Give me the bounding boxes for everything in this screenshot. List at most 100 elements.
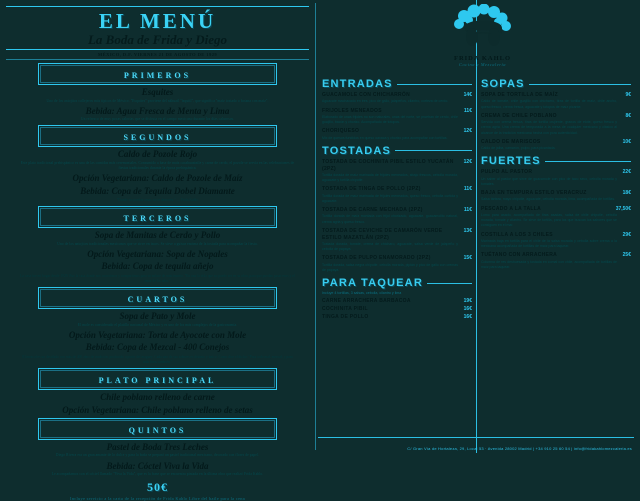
menu-item[interactable]: COCHINITA PIBIL 16€: [322, 306, 472, 312]
menu-item[interactable]: TOSTADA DE CEVICHE DE CAMARÓN VERDE ESTI…: [322, 228, 472, 253]
course-label: SEGUNDOS: [123, 133, 192, 143]
course-label: CUARTOS: [127, 295, 188, 305]
menu-item[interactable]: GUACAMOLE CON CHICHARRÓN 14€ Aguacate ma…: [322, 92, 472, 105]
menu-item[interactable]: TOSTADA DE COCHINITA PIBIL ESTILO YUCATÁ…: [322, 159, 472, 184]
item-name: COCHINITA PIBIL: [322, 306, 368, 312]
section-title: FUERTES: [481, 155, 541, 168]
page-subtitle: La Boda de Frida y Diego: [87, 32, 227, 48]
item-description: Lomo para asado, acompañado de tiras asa…: [481, 212, 617, 228]
item-description: Mix de quesos fundidos en queso oaxaca y…: [322, 135, 448, 140]
pairing-name: Opción Vegetariana: Caldo de Pozole de M…: [72, 173, 243, 184]
section-rule: [396, 83, 472, 85]
menu-item[interactable]: CREMA DE CHILE POBLANO 8€ Servida con cr…: [481, 113, 631, 136]
dish-name: Sopa de Manitas de Cerdo y Pollo: [94, 230, 221, 241]
menu-item[interactable]: TINGA DE POLLO 16€: [322, 314, 472, 320]
menu-price-note: Incluye servicio a la carta de la recepc…: [69, 496, 246, 501]
item-price: 29€: [622, 231, 631, 238]
section-header-sopas: SOPAS: [481, 78, 631, 90]
logo-name: FRIDA KAHLO: [453, 55, 512, 62]
menu-item[interactable]: TOSTADA DE PULPO ENAMORADO (2PZ) 15€ Tor…: [322, 255, 472, 273]
item-name: TUÉTANO CON ARRACHERA: [481, 252, 558, 259]
course-bar-plato-principal: PLATO PRINCIPAL: [38, 368, 277, 391]
item-name: PESCADO A LA TALLA: [481, 205, 542, 212]
item-description: Caldo de jaiba, camarón, pulpo, para pic…: [481, 146, 556, 150]
section-rule: [544, 160, 631, 162]
course-bar-primeros: PRIMEROS: [38, 63, 277, 86]
section-title: ENTRADAS: [322, 78, 393, 90]
item-description: Aguacate machacado en tres, pico de gall…: [322, 99, 449, 104]
top-rule: [6, 6, 309, 7]
brand-logo: FRIDA KAHLO Cocina y Mezcalería: [435, 4, 530, 76]
menu-item[interactable]: CHORIQUESO 12€ Mix de quesos fundidos en…: [322, 128, 472, 141]
course-bar-terceros: TERCEROS: [38, 206, 277, 229]
dish-name: Esquites: [141, 87, 174, 98]
item-name: CREMA DE CHILE POBLANO: [481, 112, 557, 119]
footer-contact: C/ Gran Vía de Hortaleza, 29, Local 53 ·…: [407, 446, 632, 451]
dish-name: Sopa de Pato y Mole: [119, 311, 196, 322]
item-price: 18€: [622, 190, 631, 196]
item-name: TOSTADA DE CEVICHE DE CAMARÓN VERDE ESTI…: [322, 227, 443, 241]
item-name: CALDO DE MARISCOS: [481, 138, 541, 145]
menu-item[interactable]: PULPO AL PASTOR 22€ Un saber al pastor q…: [481, 169, 631, 187]
menu-item[interactable]: TUÉTANO CON ARRACHERA 25€ Columna de res…: [481, 252, 631, 270]
menu-item[interactable]: TOSTADA DE CARNE MECHADA (2PZ) 11€ Torti…: [322, 207, 472, 225]
item-name: SOPA DE TORTILLA DE MAÍZ: [481, 92, 558, 98]
item-description: Elaborado de unas frijoles no son natura…: [322, 114, 458, 124]
course-label: TERCEROS: [123, 214, 192, 224]
section-header-fuertes: FUERTES: [481, 155, 631, 167]
item-price: 19€: [463, 298, 472, 304]
item-name: TOSTADA DE PULPO ENAMORADO (2PZ): [322, 255, 431, 262]
page-title: EL MENÚ: [98, 9, 217, 33]
frida-flower-crown-icon: [453, 4, 511, 46]
column-divider: [315, 3, 316, 450]
item-price: 15€: [463, 255, 472, 262]
item-price: 11€: [463, 207, 472, 213]
section-rule: [395, 150, 472, 152]
menu-item[interactable]: PESCADO A LA TALLA 37,50€ Lomo para asad…: [481, 206, 631, 229]
item-price: 16€: [463, 314, 472, 320]
footer: C/ Gran Vía de Hortaleza, 29, Local 53 ·…: [0, 437, 640, 451]
item-price: 11€: [463, 107, 472, 114]
section-rule: [426, 282, 472, 284]
menu-price: 50€: [147, 480, 168, 495]
dish-description: El mole es considerado el platillo nacio…: [77, 322, 238, 327]
pairing-name: Opción Vegetariana: Sopa de Nopales: [87, 248, 228, 259]
item-description: Salsa tártara, mayo chipotle, aguacate, …: [481, 197, 616, 202]
item-price: 14€: [463, 92, 472, 98]
menu-item[interactable]: CALDO DE MARISCOS 10€ Caldo de jaiba, ca…: [481, 139, 631, 152]
menu-item[interactable]: COSTILLA A LOS 3 CHILES 29€ Marinada baj…: [481, 232, 631, 250]
item-price: 12€: [463, 158, 472, 165]
item-price: 22€: [622, 169, 631, 176]
item-description: Un saber al pastor que sirve de guacamol…: [481, 176, 617, 186]
item-price: 13€: [463, 227, 472, 234]
pairing-drink: Bebida: Copa de Mezcal - 400 Conejos: [85, 342, 230, 353]
section-header-entradas: ENTRADAS: [322, 78, 472, 90]
tasting-menu-column: EL MENÚ La Boda de Frida y Diego MÉXICO,…: [0, 0, 315, 501]
item-name: TOSTADA DE TINGA DE POLLO (2PZ): [322, 186, 421, 193]
alacarte-column-2: SOPAS SOPA DE TORTILLA DE MAÍZ 9€ Caldo …: [477, 0, 635, 453]
alacarte-area: ENTRADAS GUACAMOLE CON CHICHARRÓN 14€ Ag…: [315, 0, 640, 453]
item-price: 25€: [622, 252, 631, 259]
footer-rule: [318, 437, 634, 438]
dateline: MÉXICO, D.F. VIERNES 21 DE AGOSTO DE 192…: [97, 52, 218, 58]
course-quote: El mezcal es un destilado con más de 400…: [22, 354, 293, 364]
item-price: 16€: [463, 306, 472, 312]
item-name: COSTILLA A LOS 3 CHILES: [481, 231, 553, 238]
course-bar-cuartos: CUARTOS: [38, 287, 277, 310]
section-title: TOSTADAS: [322, 144, 392, 157]
menu-item[interactable]: BAJA EN TEMPURA ESTILO VERACRUZ 18€ Sals…: [481, 190, 631, 203]
menu-item[interactable]: FRIJOLES MENEADOS 11€ Elaborado de unas …: [322, 108, 472, 126]
item-name: TOSTADA DE CARNE MECHADA (2PZ): [322, 207, 423, 213]
item-description: Tostada dorada, tomate, crema de chíchar…: [322, 241, 458, 251]
item-description: Columna de res deshuesada y tostada en c…: [481, 259, 617, 269]
menu-item[interactable]: TOSTADA DE TINGA DE POLLO (2PZ) 11€ Tort…: [322, 186, 472, 204]
course-quote: "Donde no puedas amar, no te demores." —…: [116, 197, 199, 202]
section-title: PARA TAQUEAR: [322, 277, 423, 289]
course-label: PRIMEROS: [123, 71, 192, 81]
menu-item[interactable]: CARNE ARRACHERA BARBACOA 19€: [322, 298, 472, 304]
section-note: Incluye 4 tortillas, 3 salsas, cebolla, …: [322, 291, 402, 295]
dish-description: Uno de los antojitos callejeros más típi…: [46, 98, 269, 103]
course-label: PLATO PRINCIPAL: [98, 376, 217, 386]
menu-item[interactable]: SOPA DE TORTILLA DE MAÍZ 9€ Caldo de tom…: [481, 92, 631, 110]
